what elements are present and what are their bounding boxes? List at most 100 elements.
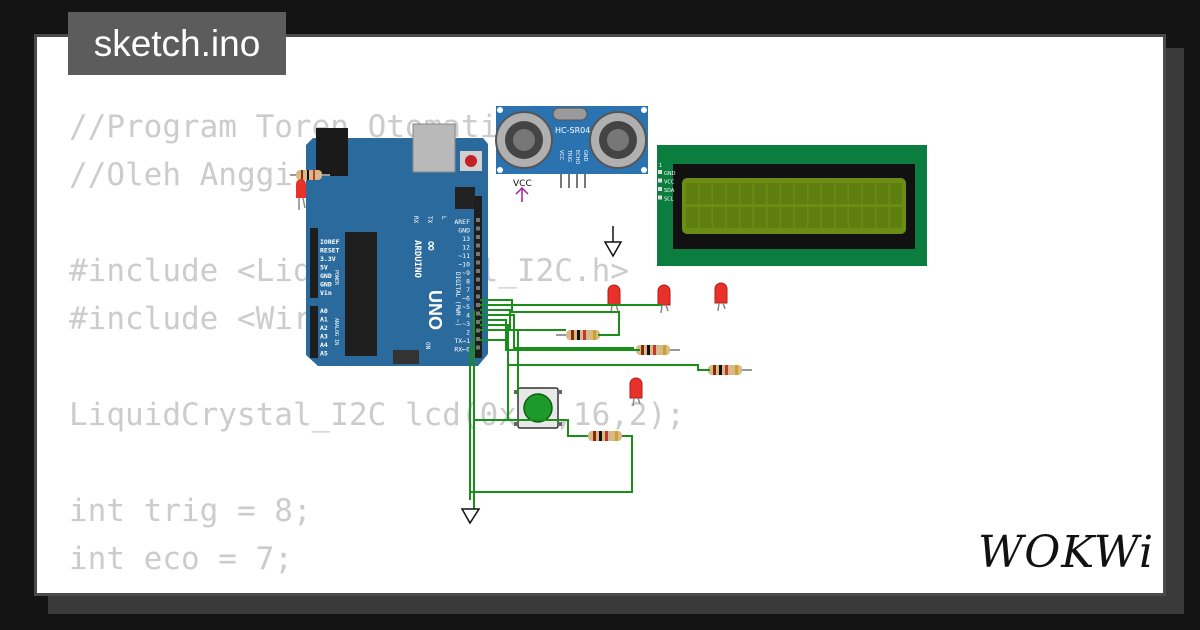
digital-pin-label: 7 <box>466 286 470 294</box>
power-pin-label: 3.3V <box>320 255 336 263</box>
reset-button[interactable] <box>465 155 477 167</box>
lcd-char-cell <box>862 183 875 204</box>
lcd-pin[interactable] <box>658 178 662 183</box>
lcd-char-cell <box>699 183 712 204</box>
code-line: int trig = 8; <box>69 493 312 529</box>
resistor-left[interactable] <box>290 170 330 180</box>
digital-pin-label: 4 <box>466 312 470 320</box>
on-label: ON <box>424 342 431 350</box>
digital-pin[interactable] <box>476 294 480 299</box>
lcd-char-cell <box>767 183 780 204</box>
lcd-char-cell <box>849 207 862 228</box>
led[interactable] <box>629 377 643 407</box>
digital-pin[interactable] <box>476 345 480 350</box>
led-left[interactable] <box>296 179 306 210</box>
digital-pin-label: RX←0 <box>454 346 470 354</box>
lcd-char-cell <box>794 183 807 204</box>
digital-pin-label: 2 <box>466 329 470 337</box>
analog-pin-label: A4 <box>320 341 328 349</box>
digital-pin[interactable] <box>476 269 480 273</box>
digital-pin[interactable] <box>476 252 480 256</box>
ground-symbol-top <box>603 226 623 258</box>
lcd-char-cell <box>781 207 794 228</box>
power-header <box>310 228 318 298</box>
power-pin-label: IOREF <box>320 238 340 246</box>
atmega-chip <box>345 232 377 356</box>
resistor[interactable] <box>626 345 680 355</box>
digital-pin[interactable] <box>476 320 480 324</box>
digital-pin-label: ~9 <box>462 269 470 277</box>
lcd-char-cell <box>835 183 848 204</box>
digital-pin[interactable] <box>476 303 480 307</box>
lcd-char-cell <box>726 183 739 204</box>
digital-pin[interactable] <box>476 260 480 265</box>
arduino-uno-board[interactable]: ARDUINO UNO ∞ DIGITAL (PWM ~) POWER ANAL… <box>306 123 488 366</box>
digital-pin[interactable] <box>476 226 480 231</box>
lcd-char-cell <box>699 207 712 228</box>
digital-pin-label: ~6 <box>462 295 470 303</box>
analog-label: ANALOG IN <box>333 318 339 345</box>
digital-pin[interactable] <box>476 337 480 341</box>
lcd-char-cell <box>849 183 862 204</box>
lcd-char-cell <box>794 207 807 228</box>
lcd-char-cell <box>822 207 834 228</box>
lcd-char-cell <box>822 183 834 204</box>
lcd-char-cell <box>835 207 848 228</box>
analog-pin-label: A2 <box>320 324 328 332</box>
sensor-pin-label: GND <box>582 150 588 162</box>
digital-pin-label: AREF <box>454 218 470 226</box>
usb-port <box>412 123 456 173</box>
lcd-pin[interactable] <box>658 170 662 174</box>
led[interactable] <box>607 284 621 314</box>
digital-pin[interactable] <box>476 218 480 222</box>
lcd-char-cell <box>862 207 875 228</box>
lcd-pin[interactable] <box>658 187 662 191</box>
lcd-char-cell <box>808 183 821 204</box>
lcd-char-cell <box>767 207 780 228</box>
lcd-char-cell <box>890 207 902 228</box>
digital-pin[interactable] <box>476 235 480 239</box>
file-tab[interactable]: sketch.ino <box>68 12 286 75</box>
digital-pin[interactable] <box>476 328 480 333</box>
lcd-pin-label: SCL <box>664 197 674 203</box>
lcd-char-cell <box>726 207 739 228</box>
arduino-logo-icon: ∞ <box>423 240 439 252</box>
power-pin-label: Vin <box>320 289 332 297</box>
led[interactable] <box>714 282 728 312</box>
led[interactable] <box>657 284 671 314</box>
digital-pin-label: 8 <box>466 278 470 286</box>
led-label: RX <box>412 216 419 224</box>
sensor-pin-label: VCC <box>558 150 564 161</box>
sensor-pin-label: ECHO <box>574 150 580 164</box>
lcd-pin[interactable] <box>658 195 662 200</box>
lcd-char-cell <box>713 207 726 228</box>
resistor[interactable] <box>698 365 752 375</box>
lcd-pin-one: 1 <box>659 163 662 169</box>
digital-pin[interactable] <box>476 286 480 290</box>
digital-label: DIGITAL (PWM ~) <box>454 272 461 326</box>
digital-pin-label: 12 <box>462 244 470 252</box>
lcd-char-cell <box>740 183 753 204</box>
digital-pin[interactable] <box>476 277 480 282</box>
digital-pin-label: ~5 <box>462 303 470 311</box>
lcd-pin-label: VCC <box>664 180 675 186</box>
analog-pin-label: A5 <box>320 350 328 358</box>
arduino-model-label: UNO <box>425 290 445 330</box>
digital-pin-label: ~11 <box>458 252 470 260</box>
power-jack <box>316 128 348 176</box>
digital-pin[interactable] <box>476 243 480 248</box>
digital-pin-label: 13 <box>462 235 470 243</box>
lcd-char-cell <box>781 183 794 204</box>
digital-pin[interactable] <box>476 311 480 316</box>
power-label: POWER <box>333 270 339 286</box>
digital-pin-label: GND <box>458 227 470 235</box>
led-label: TX <box>426 216 433 224</box>
power-pin-label: GND <box>320 281 332 289</box>
push-button[interactable] <box>514 387 562 429</box>
lcd-char-cell <box>686 207 698 228</box>
code-line: //Oleh Anggi <box>69 157 293 193</box>
resistor[interactable] <box>578 431 632 441</box>
